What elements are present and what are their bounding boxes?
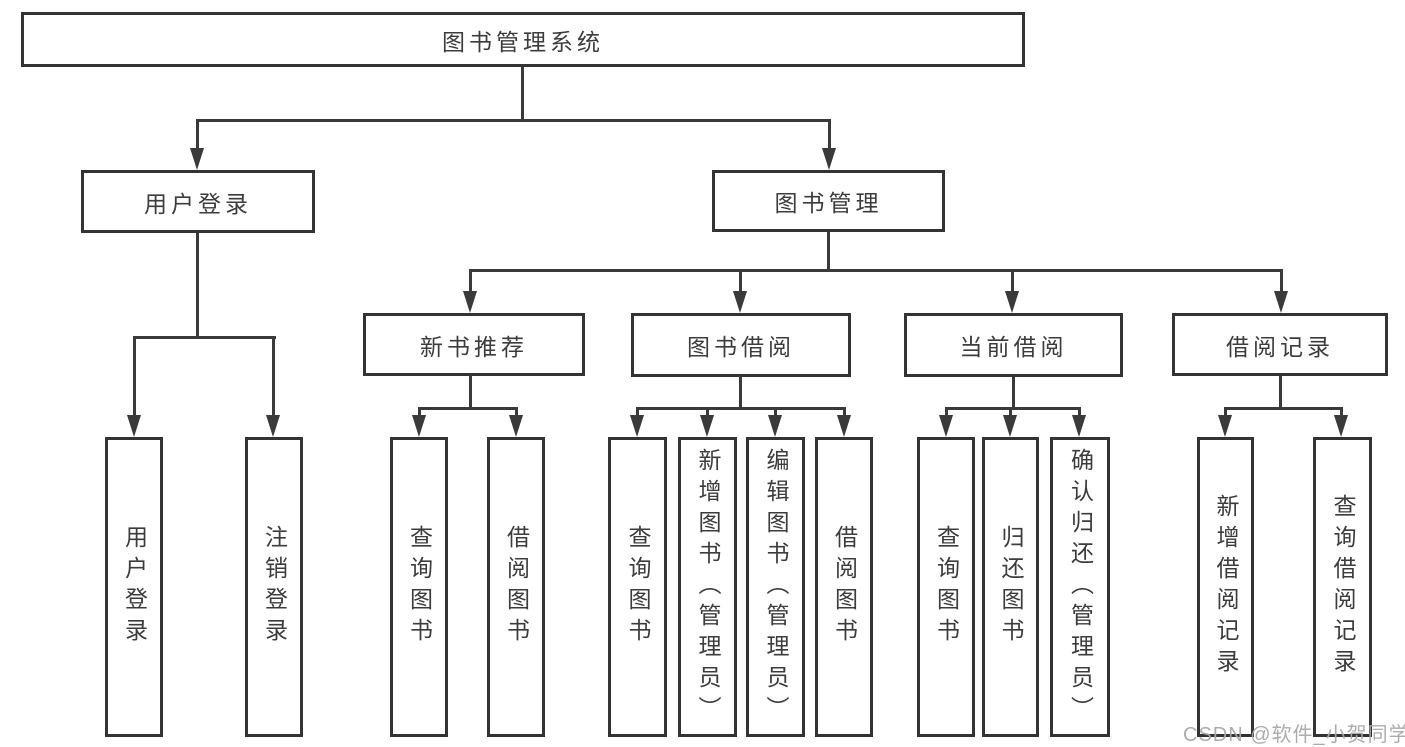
leaf-borrowing-query-books-label: 查询图书 <box>625 525 651 649</box>
connector-line <box>196 119 199 149</box>
connector-line <box>133 336 276 339</box>
arrow-down-icon <box>1334 415 1348 437</box>
connector-line <box>1340 407 1343 417</box>
connector-line <box>469 375 472 409</box>
connector-line <box>739 269 742 294</box>
arrow-down-icon <box>768 415 782 437</box>
leaf-logout-login: 注销登录 <box>245 437 303 737</box>
connector-line <box>636 407 639 417</box>
connector-line <box>1078 407 1081 417</box>
connector-line <box>1012 377 1015 409</box>
arrow-down-icon <box>266 415 280 437</box>
leaf-logout-login-label: 注销登录 <box>261 525 288 649</box>
connector-line <box>636 407 846 410</box>
connector-line <box>1224 407 1343 410</box>
arrow-down-icon <box>509 415 523 437</box>
connector-line <box>843 407 846 417</box>
arrow-down-icon <box>939 415 953 437</box>
node-user-login-label: 用户登录 <box>144 190 252 217</box>
node-current-borrowing: 当前借阅 <box>904 313 1123 377</box>
arrow-down-icon <box>733 291 747 313</box>
connector-line <box>469 269 1282 272</box>
leaf-current-return-books: 归还图书 <box>982 437 1039 737</box>
leaf-user-login: 用户登录 <box>105 437 163 737</box>
arrow-down-icon <box>700 415 714 437</box>
connector-line <box>706 407 709 417</box>
leaf-records-query-record: 查询借阅记录 <box>1313 437 1372 737</box>
node-borrowing-records: 借阅记录 <box>1172 313 1388 376</box>
connector-line <box>827 232 830 271</box>
leaf-records-query-record-label: 查询借阅记录 <box>1330 494 1356 680</box>
leaf-records-add-record-label: 新增借阅记录 <box>1213 494 1239 680</box>
connector-line <box>469 269 472 294</box>
leaf-borrowing-edit-books-admin-label: 编辑图书（管理员） <box>763 447 789 727</box>
connector-line <box>418 407 518 410</box>
arrow-down-icon <box>1072 415 1086 437</box>
arrow-down-icon <box>412 415 426 437</box>
leaf-current-query-books-label: 查询图书 <box>933 525 960 649</box>
arrow-down-icon <box>630 415 644 437</box>
connector-line <box>1011 269 1014 294</box>
leaf-borrowing-borrow-books-label: 借阅图书 <box>831 525 858 649</box>
node-borrowing-records-label: 借阅记录 <box>1226 333 1334 360</box>
connector-line <box>272 336 275 416</box>
node-root: 图书管理系统 <box>21 12 1025 67</box>
node-user-login: 用户登录 <box>81 170 315 233</box>
leaf-newbooks-query-books: 查询图书 <box>390 437 448 737</box>
connector-line <box>828 119 831 149</box>
arrow-down-icon <box>822 148 836 170</box>
connector-line <box>1009 407 1012 417</box>
node-new-books: 新书推荐 <box>363 313 585 376</box>
leaf-newbooks-borrow-books: 借阅图书 <box>487 437 545 737</box>
leaf-current-query-books: 查询图书 <box>917 437 975 737</box>
node-new-books-label: 新书推荐 <box>420 333 528 360</box>
connector-line <box>1224 407 1227 417</box>
leaf-borrowing-add-books-admin: 新增图书（管理员） <box>678 437 737 737</box>
connector-line <box>515 407 518 417</box>
leaf-newbooks-borrow-books-label: 借阅图书 <box>503 525 530 649</box>
arrow-down-icon <box>837 415 851 437</box>
leaf-current-confirm-return-admin-label: 确认归还（管理员） <box>1067 447 1094 727</box>
leaf-borrowing-query-books: 查询图书 <box>608 437 667 737</box>
connector-line <box>1280 269 1283 294</box>
arrow-down-icon <box>127 415 141 437</box>
connector-line <box>521 67 524 121</box>
node-book-management-label: 图书管理 <box>774 190 883 216</box>
connector-line <box>739 376 742 409</box>
node-book-borrowing-label: 图书借阅 <box>687 334 795 360</box>
connector-line <box>133 336 136 416</box>
leaf-records-add-record: 新增借阅记录 <box>1197 437 1254 737</box>
node-current-borrowing-label: 当前借阅 <box>959 334 1068 360</box>
connector-line <box>945 407 1081 410</box>
leaf-user-login-label: 用户登录 <box>121 525 148 649</box>
leaf-borrowing-edit-books-admin: 编辑图书（管理员） <box>746 437 805 737</box>
leaf-borrowing-add-books-admin-label: 新增图书（管理员） <box>695 447 721 727</box>
node-book-borrowing: 图书借阅 <box>631 313 851 377</box>
connector-line <box>196 233 199 338</box>
arrow-down-icon <box>190 148 204 170</box>
leaf-current-confirm-return-admin: 确认归还（管理员） <box>1050 437 1110 737</box>
connector-line <box>945 407 948 417</box>
connector-line <box>1279 376 1282 409</box>
leaf-borrowing-borrow-books: 借阅图书 <box>815 437 873 737</box>
arrow-down-icon <box>1003 415 1017 437</box>
node-book-management: 图书管理 <box>712 170 945 232</box>
connector-line <box>774 407 777 417</box>
connector-line <box>196 119 831 122</box>
node-root-label: 图书管理系统 <box>442 28 604 55</box>
connector-line <box>418 407 421 417</box>
arrow-down-icon <box>1274 291 1288 313</box>
watermark-text: CSDN @软件_小贺同学 <box>1183 724 1405 746</box>
leaf-newbooks-query-books-label: 查询图书 <box>406 525 433 649</box>
arrow-down-icon <box>463 291 477 313</box>
leaf-current-return-books-label: 归还图书 <box>998 525 1024 649</box>
arrow-down-icon <box>1005 291 1019 313</box>
arrow-down-icon <box>1218 415 1232 437</box>
